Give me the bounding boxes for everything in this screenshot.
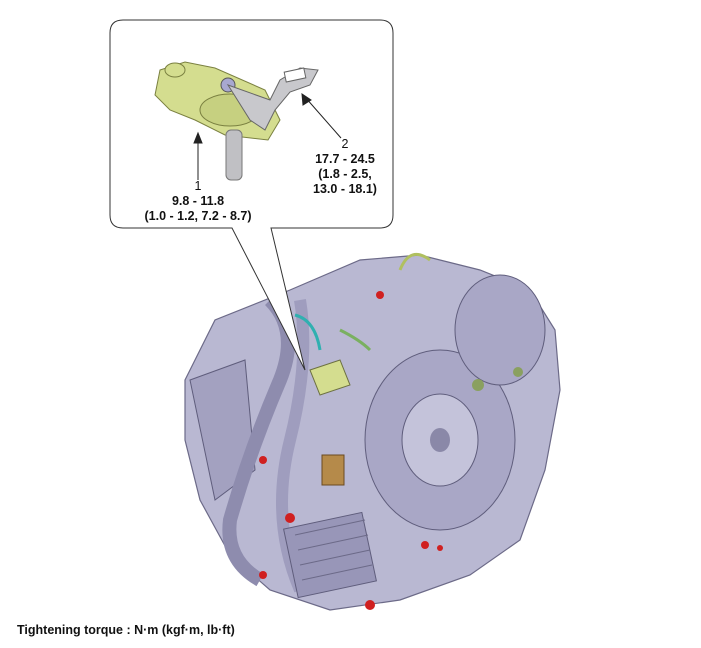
callout-2-number: 2 <box>341 137 349 151</box>
callout-2-torque-alt-2: 13.0 - 18.1) <box>313 182 377 196</box>
transaxle-assembly <box>184 252 561 611</box>
callout-1-number: 1 <box>194 179 202 193</box>
callout-1-torque: 9.8 - 11.8 <box>171 194 225 208</box>
callout-1-torque-alt: (1.0 - 1.2, 7.2 - 8.7) <box>144 209 252 223</box>
callout-2-torque: 17.7 - 24.5 <box>315 152 375 166</box>
inhibitor-switch <box>154 61 319 181</box>
callout-2-label: 2 17.7 - 24.5 (1.8 - 2.5, 13.0 - 18.1) <box>300 137 390 197</box>
callout-2-torque-alt-1: (1.8 - 2.5, <box>318 167 372 181</box>
callout-1-label: 1 9.8 - 11.8 (1.0 - 1.2, 7.2 - 8.7) <box>113 179 283 224</box>
tightening-torque-caption: Tightening torque : N·m (kgf·m, lb·ft) <box>17 623 235 637</box>
leader-arrows <box>193 93 342 180</box>
